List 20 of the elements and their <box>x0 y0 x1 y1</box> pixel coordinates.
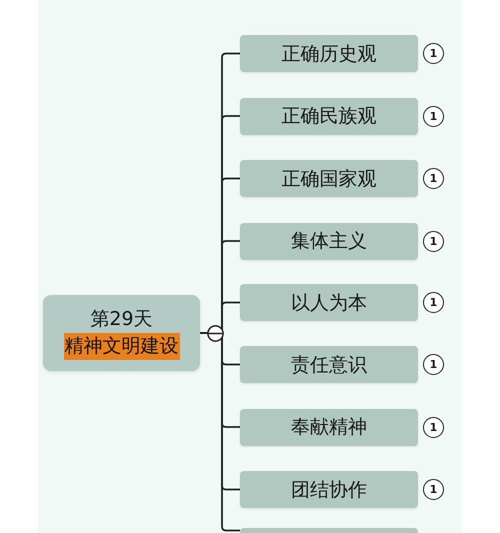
subtopic-box <box>240 35 418 72</box>
subtopic-box <box>240 471 418 508</box>
subtopic-text: 奉献精神 <box>291 415 367 439</box>
subtopic-text: 正确国家观 <box>282 166 376 190</box>
subtopic-box <box>240 346 418 383</box>
subtopic-box <box>240 222 418 260</box>
subtopic-text: 集体主义 <box>291 229 367 253</box>
subtopic-text: 团结协作 <box>291 478 367 502</box>
day-label: 第29天 <box>90 307 153 332</box>
subtopic-text: 以人为本 <box>291 290 367 314</box>
highlighted-topic-title: 精神文明建设 <box>64 333 180 360</box>
subtopic-text: 正确历史观 <box>282 42 376 66</box>
subtopic-box <box>240 408 418 446</box>
subtopic-box <box>240 528 418 533</box>
subtopic-text: 责任意识 <box>291 352 367 376</box>
subtopic-box <box>240 284 418 321</box>
subtopic-box <box>240 98 418 134</box>
root-topic-box <box>43 295 200 371</box>
subtopic-box <box>240 160 418 197</box>
subtopic-text: 正确民族观 <box>282 104 376 128</box>
